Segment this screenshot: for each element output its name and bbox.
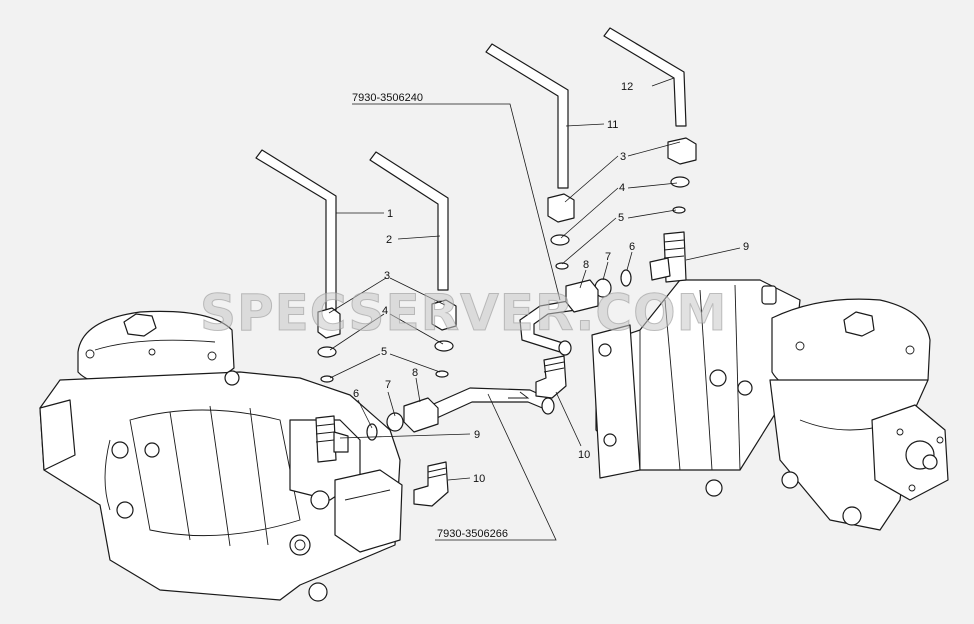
tube-11 — [485, 43, 569, 189]
elbow-10-left — [413, 461, 449, 507]
callout-5-right: 5 — [618, 212, 624, 224]
callout-4-right: 4 — [619, 182, 625, 194]
callout-5-left: 5 — [381, 346, 387, 358]
ring-5-d — [672, 206, 686, 214]
small-parts — [317, 137, 697, 507]
left-compressor-unit — [39, 310, 403, 602]
tube-1 — [255, 149, 337, 311]
tubes — [255, 27, 687, 423]
left-fitting-9 — [315, 415, 337, 463]
callout-1: 1 — [387, 208, 393, 220]
right-cap-bolt — [843, 311, 875, 337]
right-compressor-unit — [591, 231, 949, 531]
left-port-b — [310, 490, 330, 510]
nipple-7-left — [386, 412, 404, 432]
tube-2 — [369, 151, 449, 291]
ring-5-a — [320, 375, 334, 383]
olive-4-c — [550, 234, 570, 246]
olive-4-d — [670, 176, 690, 188]
callout-7-left: 7 — [385, 379, 391, 391]
callout-2: 2 — [386, 234, 392, 246]
callout-8-right: 8 — [583, 259, 589, 271]
ring-6-right — [620, 269, 632, 287]
watermark: SPECSERVER.COM — [200, 284, 727, 342]
left-valve-block — [334, 469, 403, 553]
callout-7-right: 7 — [605, 251, 611, 263]
callout-12: 12 — [621, 81, 633, 93]
callout-3-right: 3 — [620, 151, 626, 163]
callout-11: 11 — [607, 119, 618, 131]
elbow-10-right — [535, 355, 567, 399]
ring-6-left — [366, 423, 378, 441]
nut-3-right-b — [667, 137, 697, 165]
assembly-ref-3506240: 7930-3506240 — [352, 92, 423, 104]
olive-4-b — [434, 340, 454, 352]
nut-3-left-b — [431, 299, 457, 331]
callout-6-left: 6 — [353, 388, 359, 400]
nut-3-right-a — [547, 193, 575, 223]
nut-8-left — [403, 397, 439, 433]
nut-3-left-a — [317, 307, 341, 339]
callout-9-right: 9 — [743, 241, 749, 253]
callout-3-left: 3 — [384, 270, 390, 282]
callout-10-right: 10 — [578, 449, 590, 461]
callout-labels: 1 2 3 4 5 6 7 8 9 10 11 12 3 4 5 6 7 8 9… — [352, 81, 749, 540]
olive-4-a — [317, 346, 337, 358]
ring-5-c — [555, 262, 569, 270]
ring-5-b — [435, 370, 449, 378]
left-cap-bolt — [123, 313, 157, 337]
tube-12 — [603, 27, 687, 127]
assembly-ref-3506266: 7930-3506266 — [437, 528, 508, 540]
callout-8-left: 8 — [412, 367, 418, 379]
leader-lines — [328, 77, 741, 541]
callout-4-left: 4 — [382, 305, 388, 317]
callout-10-left: 10 — [473, 473, 485, 485]
nut-8-right — [565, 279, 599, 313]
callout-9-left: 9 — [474, 429, 480, 441]
pipe-assembly-3506266 — [419, 387, 553, 423]
left-port-a — [289, 534, 311, 556]
callout-6-right: 6 — [629, 241, 635, 253]
